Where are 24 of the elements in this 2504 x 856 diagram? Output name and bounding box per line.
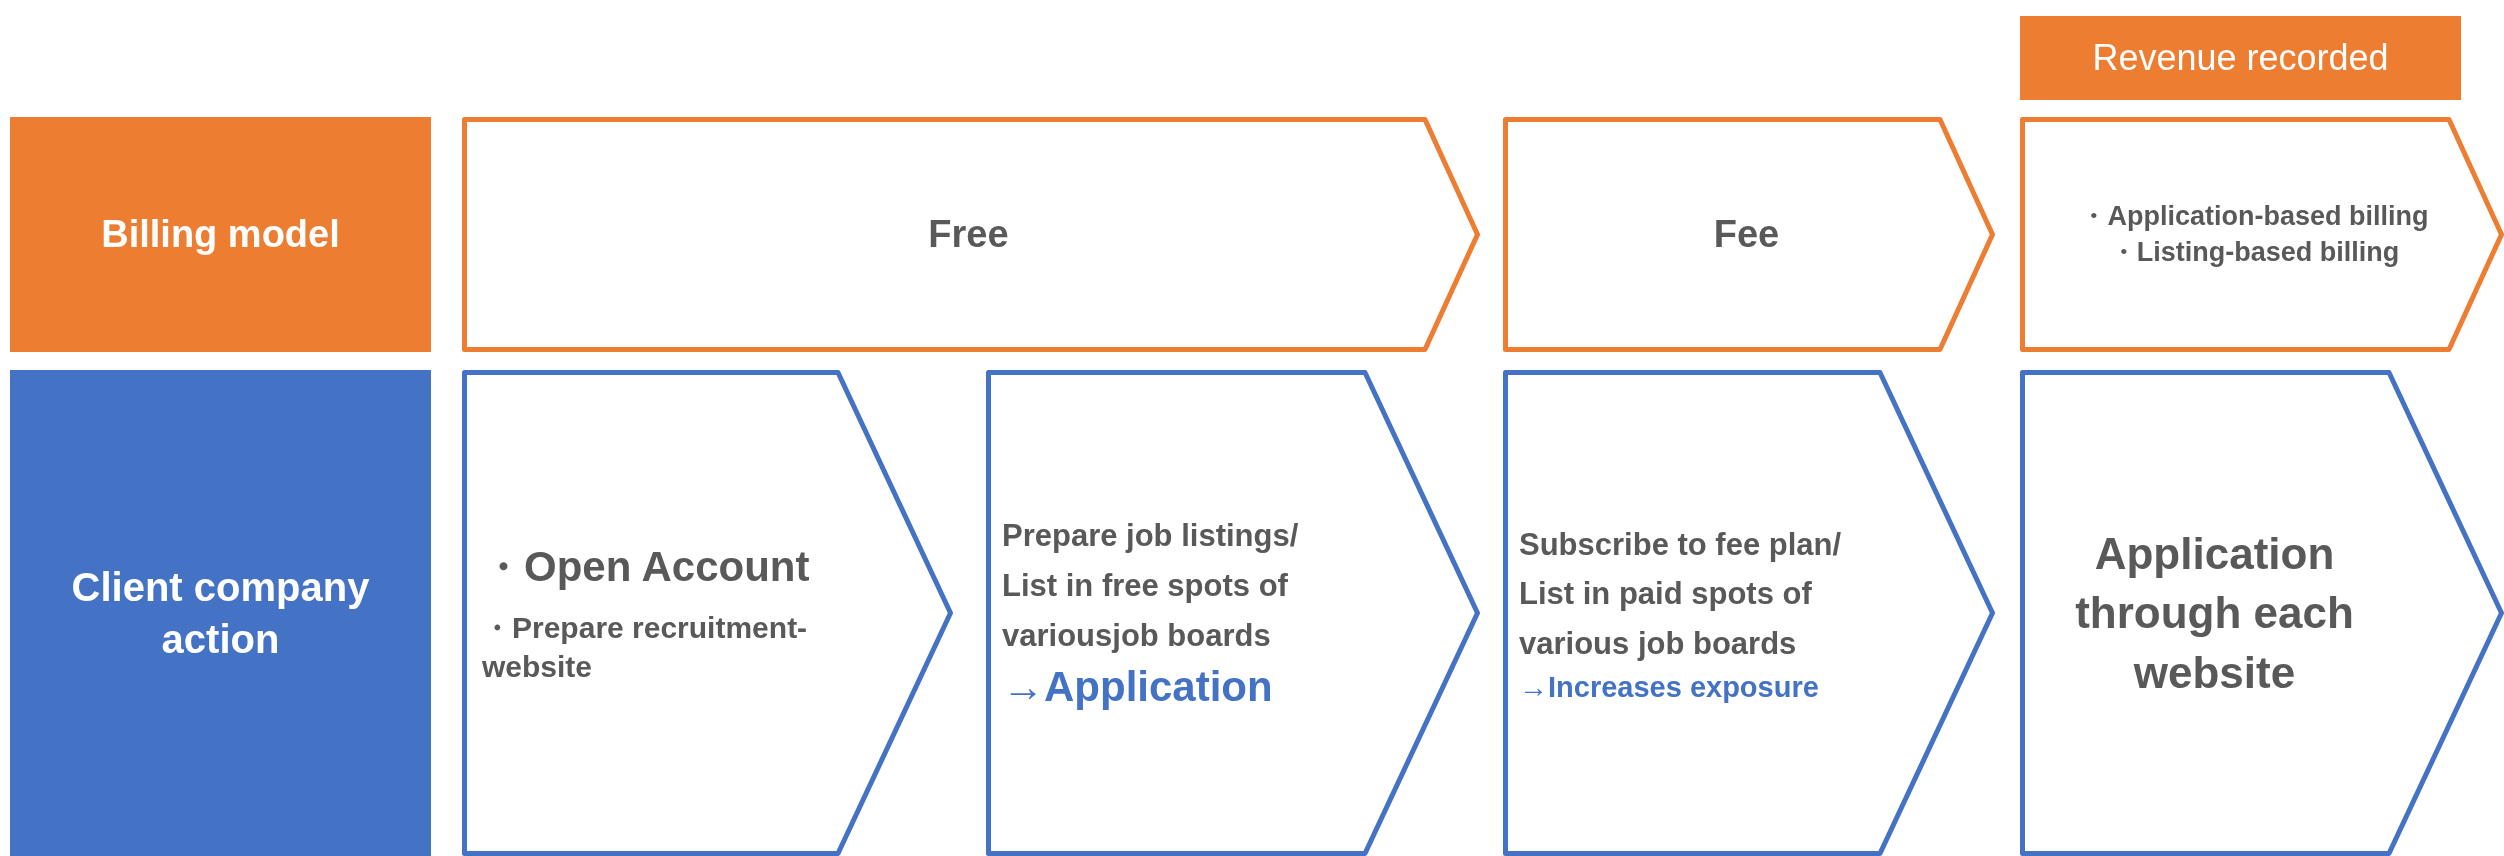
chevron-step <box>462 370 953 856</box>
bullet-text: ・Listing-based billing <box>2109 235 2400 269</box>
status-banner <box>2020 16 2461 100</box>
chevron-step <box>462 117 1480 352</box>
chevron-step <box>1503 370 1995 856</box>
chevron-step <box>1503 117 1995 352</box>
result-text: →Increases exposure <box>1519 669 1819 705</box>
banner-text: Revenue recorded <box>2092 35 2389 80</box>
row-title: Client company action <box>70 564 371 663</box>
row-title: Billing model <box>101 211 340 257</box>
step-title: Application through each website <box>2074 527 2355 699</box>
result-text: →Application <box>1002 662 1273 713</box>
step-title: Free <box>928 211 1009 257</box>
chevron-step <box>986 370 1480 856</box>
bullet-text: ・Open Account <box>482 541 810 592</box>
row-header <box>10 117 431 352</box>
chevron-step <box>2020 370 2504 856</box>
step-title: Fee <box>1713 211 1780 257</box>
step-description: Prepare job listings/ List in free spots of variousjob boards <box>1002 517 1300 655</box>
bullet-text: ・Prepare recruitment- website <box>482 610 809 686</box>
chevron-step <box>2020 117 2504 352</box>
step-description: Subscribe to fee plan/ List in paid spots of various job boards <box>1519 525 1843 663</box>
row-header <box>10 370 431 856</box>
bullet-text: ・Application-based billing <box>2080 200 2429 234</box>
